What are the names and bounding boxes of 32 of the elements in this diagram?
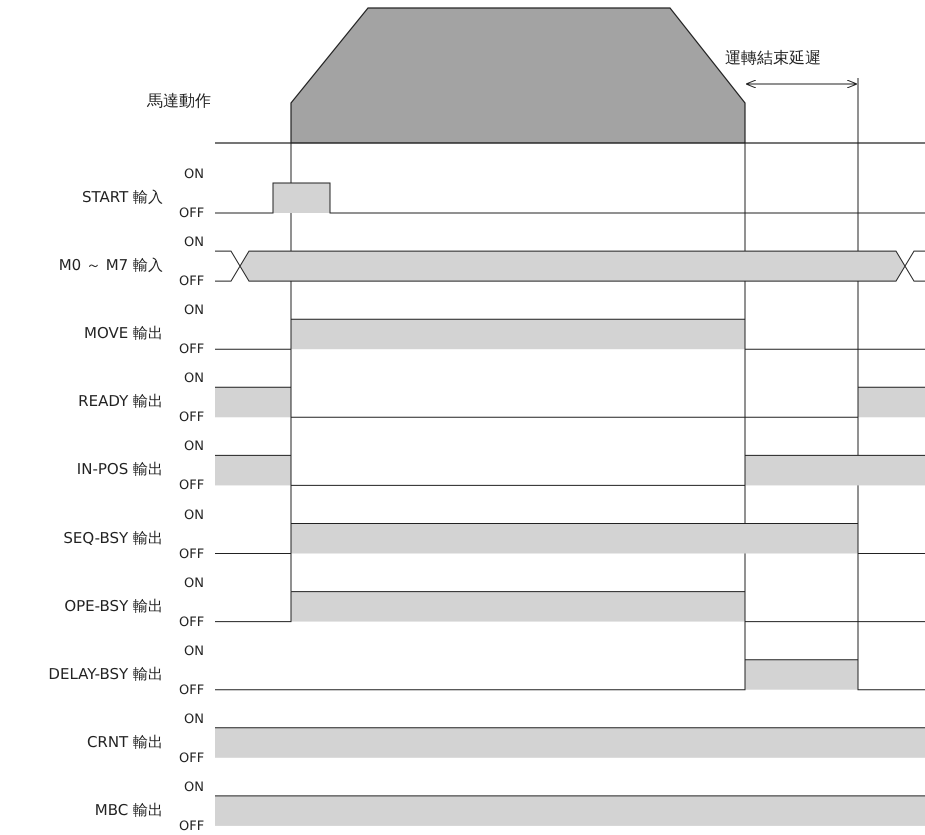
level-label: ON xyxy=(184,712,204,726)
signal-name: SEQ-BSY 輸出 xyxy=(63,530,163,546)
level-label: ON xyxy=(184,508,204,522)
level-label: ON xyxy=(184,780,204,794)
signal-name: OPE-BSY 輸出 xyxy=(64,598,163,614)
dimension-label: 運轉結束延遲 xyxy=(725,50,821,66)
signal-name: DELAY-BSY 輸出 xyxy=(48,666,163,682)
signal-name: M0 ～ M7 輸入 xyxy=(58,258,163,274)
level-label: ON xyxy=(184,372,204,386)
level-label: ON xyxy=(184,236,204,250)
level-label: OFF xyxy=(179,275,204,288)
level-label: OFF xyxy=(179,343,204,356)
signal-name: START 輸入 xyxy=(82,190,163,205)
signal-name: MBC 輸出 xyxy=(94,802,163,818)
level-label: OFF xyxy=(179,548,204,560)
signal-name: IN-POS 輸出 xyxy=(76,462,163,478)
signal-name: CRNT 輸出 xyxy=(86,734,163,750)
level-label: ON xyxy=(184,576,204,590)
signal-name: READY 輸出 xyxy=(78,394,163,410)
level-label: OFF xyxy=(179,820,204,833)
level-label: OFF xyxy=(179,616,204,629)
level-label: ON xyxy=(184,440,204,454)
level-label: ON xyxy=(184,168,204,181)
level-label: OFF xyxy=(179,752,204,765)
level-label: OFF xyxy=(179,207,204,220)
signal-name: MOVE 輸出 xyxy=(84,326,163,342)
level-label: OFF xyxy=(179,684,204,697)
level-label: ON xyxy=(184,304,204,318)
level-label: ON xyxy=(184,644,204,658)
level-label: OFF xyxy=(179,479,204,492)
row-label: 馬達動作 xyxy=(147,93,211,109)
level-label: OFF xyxy=(179,411,204,424)
